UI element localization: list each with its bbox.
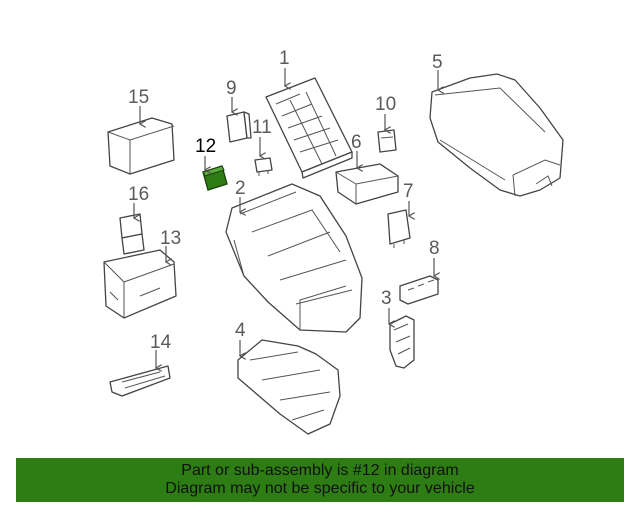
callout-12: 12 — [195, 136, 216, 157]
callout-11: 11 — [252, 117, 272, 138]
part-8-connector[interactable] — [399, 275, 439, 305]
banner-line-2: Diagram may not be specific to your vehi… — [165, 480, 475, 497]
part-5-fuse-box-cover[interactable] — [429, 73, 564, 197]
info-banner: Part or sub-assembly is #12 in diagram D… — [16, 458, 624, 502]
callout-2: 2 — [235, 178, 246, 199]
part-2-fuse-box-housing[interactable] — [225, 183, 363, 333]
callout-16: 16 — [128, 184, 149, 205]
callout-9: 9 — [226, 78, 237, 99]
callout-6: 6 — [351, 132, 362, 153]
callout-7: 7 — [403, 181, 414, 202]
callout-1: 1 — [279, 48, 290, 69]
callout-4: 4 — [235, 320, 246, 341]
banner-line-1: Part or sub-assembly is #12 in diagram — [181, 462, 459, 479]
callout-3: 3 — [381, 288, 392, 309]
callout-15: 15 — [128, 87, 149, 108]
parts-diagram: 1 5 9 10 11 12 15 16 — [103, 48, 564, 435]
callout-14: 14 — [150, 332, 172, 353]
part-9-relay[interactable] — [226, 111, 252, 143]
part-4-lower-case[interactable] — [237, 339, 341, 435]
part-1-relay-block[interactable] — [265, 77, 353, 179]
part-16-relay[interactable] — [119, 213, 145, 255]
part-14-bracket[interactable] — [109, 365, 171, 397]
part-6-relay-block[interactable] — [335, 163, 399, 205]
part-15-relay-box-cover[interactable] — [107, 117, 175, 175]
part-12-highlighted[interactable] — [202, 165, 228, 191]
callout-10: 10 — [375, 94, 396, 115]
part-13-relay-box[interactable] — [103, 249, 177, 319]
part-11-fuse[interactable] — [254, 157, 273, 176]
part-10-relay[interactable] — [377, 129, 397, 153]
part-3-bracket[interactable] — [389, 315, 415, 369]
part-7-relay[interactable] — [387, 209, 411, 248]
callout-13: 13 — [160, 228, 181, 249]
callout-8: 8 — [429, 238, 440, 259]
callout-5: 5 — [432, 52, 443, 73]
